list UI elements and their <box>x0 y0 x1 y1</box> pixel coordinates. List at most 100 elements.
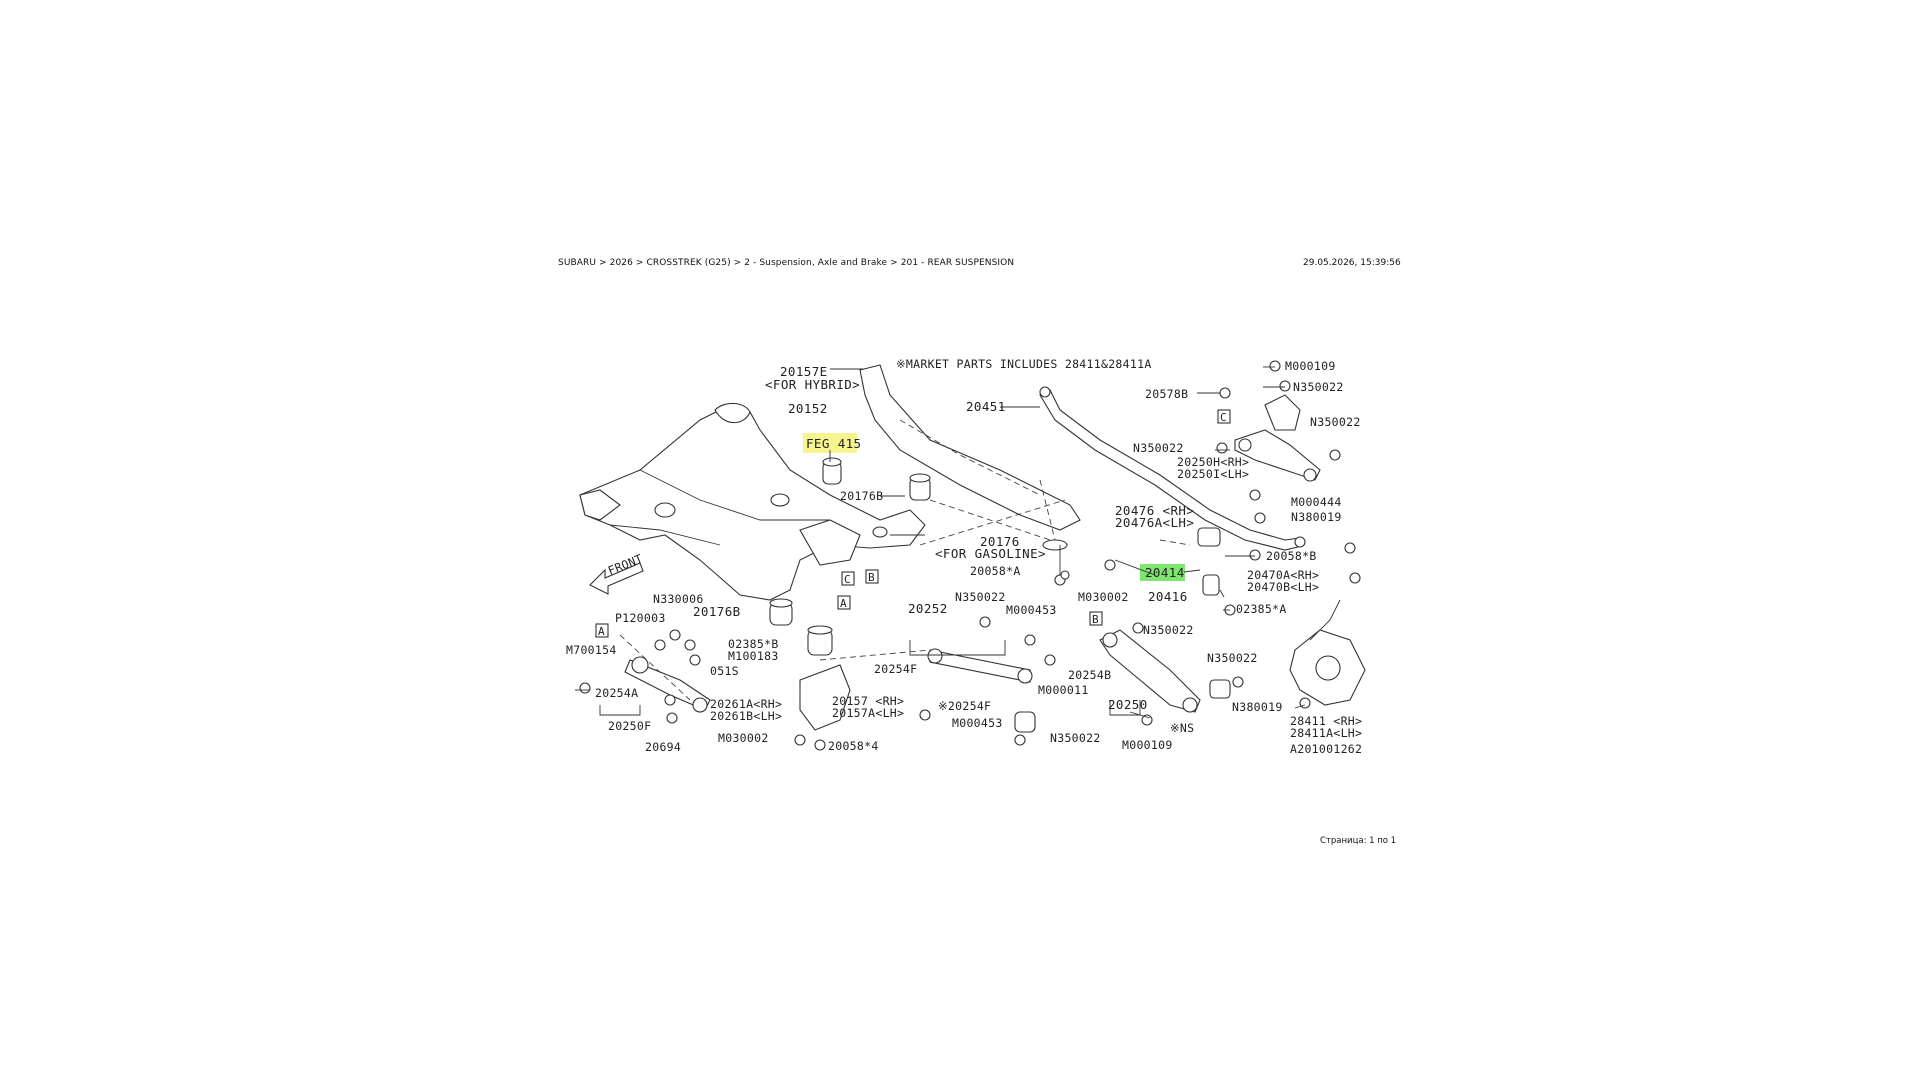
label-n350022-c: N350022 <box>955 590 1006 604</box>
label-20451: 20451 <box>966 399 1006 414</box>
ref-box-a-label: A <box>598 625 605 638</box>
label-m000453-top: M000453 <box>1006 603 1057 617</box>
bushing-20176[interactable] <box>1042 539 1068 551</box>
ref-box-c-label: C <box>1220 411 1227 424</box>
label-28411: 28411 <RH> <box>1290 714 1362 728</box>
label-n350022-b: N350022 <box>1143 623 1194 637</box>
bushing-20414[interactable] <box>1197 527 1221 547</box>
ref-box-c <box>1217 409 1231 424</box>
upper-arm-part[interactable] <box>1234 394 1321 482</box>
label-20414: 20414 <box>1145 565 1185 580</box>
label-m030002-mid: M030002 <box>1078 590 1129 604</box>
label-20250f: 20250F <box>608 719 651 733</box>
label-n380019-b: N380019 <box>1232 700 1283 714</box>
label-m700154: M700154 <box>566 643 617 657</box>
timestamp: 29.05.2026, 15:39:56 <box>1303 258 1401 268</box>
label-ns: ※NS <box>1170 721 1194 735</box>
label-feg415: FEG 415 <box>806 436 861 451</box>
label-20176b-top: 20176B <box>840 489 883 503</box>
label-28411a: 28411A<LH> <box>1290 726 1362 740</box>
label-20254f: 20254F <box>874 662 917 676</box>
label-ref-code: A201001262 <box>1290 742 1362 756</box>
trailing-link-part[interactable] <box>624 656 711 713</box>
label-20157rh: 20157 <RH> <box>832 694 904 708</box>
ref-box-b2-label: B <box>868 571 875 584</box>
label-20470a: 20470A<RH> <box>1247 568 1319 582</box>
bushing-20176b[interactable] <box>769 598 793 626</box>
knuckle-part[interactable] <box>1289 599 1366 706</box>
label-n350022-top: N350022 <box>1293 380 1344 394</box>
label-20254b: 20254B <box>1068 668 1111 682</box>
bushing-20176b-top[interactable] <box>909 473 931 501</box>
label-20694: 20694 <box>645 740 681 754</box>
lower-arm-part[interactable] <box>1099 629 1201 713</box>
label-20254f2: ※20254F <box>938 699 991 713</box>
label-20157e: 20157E <box>780 364 828 379</box>
label-20250i: 20250I<LH> <box>1177 467 1249 481</box>
label-20416: 20416 <box>1148 589 1188 604</box>
label-m000109-b: M000109 <box>1122 738 1173 752</box>
label-m030002-b: M030002 <box>718 731 769 745</box>
label-n350022-mid: N350022 <box>1133 441 1184 455</box>
label-20058-4: 20058*4 <box>828 739 879 753</box>
label-for-hybrid: <FOR HYBRID> <box>765 377 860 392</box>
label-20252: 20252 <box>908 601 948 616</box>
part-labels: 20157E <FOR HYBRID> ※MARKET PARTS INCLUD… <box>566 357 1362 756</box>
label-n380019-top: N380019 <box>1291 510 1342 524</box>
label-n350022-r2: N350022 <box>1207 651 1258 665</box>
label-02385b: 02385*B <box>728 637 779 651</box>
label-20476a: 20476A<LH> <box>1115 515 1194 530</box>
label-20058b-r: 20058*B <box>1266 549 1317 563</box>
ref-box-c2-label: C <box>844 573 851 586</box>
lateral-link-part[interactable] <box>927 648 1033 684</box>
ref-box-a2-label: A <box>840 597 847 610</box>
label-051s: 051S <box>710 664 739 678</box>
label-20157a: 20157A<LH> <box>832 706 904 720</box>
bushing-20416[interactable] <box>1202 574 1220 596</box>
label-n330006: N330006 <box>653 592 704 606</box>
stabilizer-bar-part[interactable] <box>1039 386 1306 551</box>
hybrid-beam-part[interactable] <box>859 364 1081 531</box>
label-20470b: 20470B<LH> <box>1247 580 1319 594</box>
label-m000011: M000011 <box>1038 683 1089 697</box>
label-20254a: 20254A <box>595 686 638 700</box>
front-arrow-icon <box>589 562 644 595</box>
label-m100183: M100183 <box>728 649 779 663</box>
ref-box-a <box>595 623 609 638</box>
label-20152: 20152 <box>788 401 828 416</box>
crossmember-part[interactable] <box>579 402 926 601</box>
ref-box-b2 <box>865 569 879 584</box>
label-m000444: M000444 <box>1291 495 1342 509</box>
bushing-lower[interactable] <box>807 625 833 656</box>
bushing-feg415[interactable] <box>822 457 842 485</box>
label-m000109-top: M000109 <box>1285 359 1336 373</box>
label-20250: 20250 <box>1108 697 1148 712</box>
bushing-m000453-b[interactable] <box>1014 711 1036 733</box>
label-20578b: 20578B <box>1145 387 1188 401</box>
fastener-group <box>579 360 1361 751</box>
label-n350022-bb: N350022 <box>1050 731 1101 745</box>
label-02385a: 02385*A <box>1236 602 1287 616</box>
label-20058a: 20058*A <box>970 564 1021 578</box>
ref-box-b-label: B <box>1092 613 1099 626</box>
label-p120003: P120003 <box>615 611 666 625</box>
breadcrumb: SUBARU > 2026 > CROSSTREK (G25) > 2 - Su… <box>558 258 1015 268</box>
bushing-arm[interactable] <box>1209 679 1231 699</box>
label-20261b: 20261B<LH> <box>710 709 782 723</box>
label-for-gasoline: <FOR GASOLINE> <box>935 546 1046 561</box>
label-n350022-r: N350022 <box>1310 415 1361 429</box>
label-20261a: 20261A<RH> <box>710 697 782 711</box>
ref-box-a2 <box>837 595 851 610</box>
label-20476rh: 20476 <RH> <box>1115 503 1194 518</box>
dashed-reference-lines <box>619 479 1191 701</box>
highlight-feg415 <box>803 433 857 453</box>
bracket-part[interactable] <box>799 664 851 731</box>
page-info: Страница: 1 по 1 <box>1320 836 1397 846</box>
label-market-note: ※MARKET PARTS INCLUDES 28411&28411A <box>896 357 1152 371</box>
ref-box-b <box>1089 611 1103 626</box>
label-20176: 20176 <box>980 534 1020 549</box>
ref-box-c2 <box>841 571 855 586</box>
label-20176b: 20176B <box>693 604 741 619</box>
label-m000453-b: M000453 <box>952 716 1003 730</box>
